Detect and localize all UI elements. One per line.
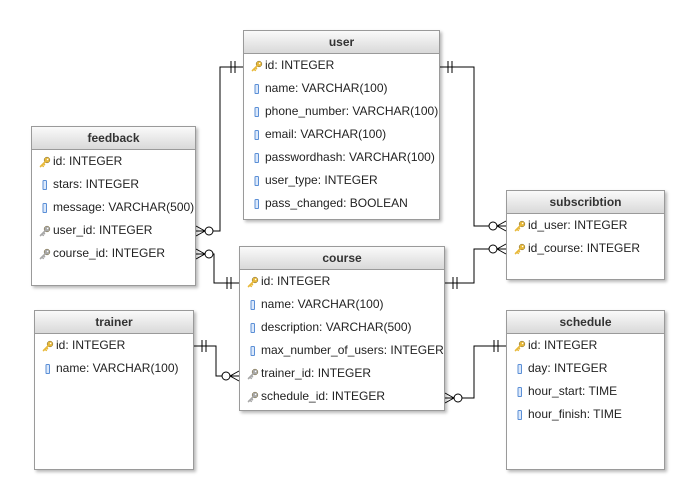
table-course-title: course bbox=[240, 247, 444, 270]
relationship-user-feedback-many-end bbox=[204, 226, 214, 236]
table-course-field[interactable]: name: VARCHAR(100) bbox=[240, 293, 444, 316]
field-label: id_course: INTEGER bbox=[528, 241, 641, 255]
field-label: name: VARCHAR(100) bbox=[265, 81, 388, 95]
table-user[interactable]: user id: INTEGER name: VARCHAR(100) phone_… bbox=[243, 30, 440, 220]
field-label: message: VARCHAR(500) bbox=[53, 200, 195, 214]
relationship-user-subscription-many-end bbox=[488, 221, 498, 231]
table-user-title: user bbox=[244, 31, 439, 54]
table-user-field[interactable]: name: VARCHAR(100) bbox=[244, 77, 439, 100]
table-schedule-field[interactable]: hour_start: TIME bbox=[507, 380, 664, 403]
field-label: user_type: INTEGER bbox=[265, 173, 378, 187]
relationship-schedule-course-many-end bbox=[444, 397, 455, 404]
table-feedback-field[interactable]: user_id: INTEGER bbox=[32, 219, 195, 242]
table-course-field[interactable]: max_number_of_users: INTEGER bbox=[240, 339, 444, 362]
field-label: trainer_id: INTEGER bbox=[261, 366, 372, 380]
field-label: description: VARCHAR(500) bbox=[261, 320, 412, 334]
table-schedule[interactable]: schedule id: INTEGER day: INTEGER hour_sta… bbox=[506, 310, 665, 470]
relationship-course-feedback bbox=[196, 253, 239, 284]
field-label: course_id: INTEGER bbox=[53, 246, 166, 260]
table-trainer-field[interactable]: id: INTEGER bbox=[35, 334, 193, 357]
table-subscription-field[interactable]: id_course: INTEGER bbox=[507, 237, 664, 260]
table-subscription-title: subscribtion bbox=[507, 191, 664, 214]
table-course-field[interactable]: description: VARCHAR(500) bbox=[240, 316, 444, 339]
relationship-course-subscription bbox=[445, 248, 506, 284]
relationship-user-subscription bbox=[440, 66, 506, 227]
field-label: hour_start: TIME bbox=[528, 384, 618, 398]
table-user-field[interactable]: phone_number: VARCHAR(100) bbox=[244, 100, 439, 123]
field-label: phone_number: VARCHAR(100) bbox=[265, 104, 439, 118]
relationship-user-subscription-many-end bbox=[496, 225, 507, 232]
relationship-schedule-course-many-end bbox=[453, 393, 463, 403]
table-user-field[interactable]: user_type: INTEGER bbox=[244, 169, 439, 192]
relationship-course-feedback-many-end bbox=[195, 248, 206, 255]
table-trainer[interactable]: trainer id: INTEGER name: VARCHAR(100) bbox=[34, 310, 194, 470]
table-feedback[interactable]: feedback id: INTEGER stars: INTEGER messag… bbox=[31, 126, 196, 286]
table-user-field[interactable]: email: VARCHAR(100) bbox=[244, 123, 439, 146]
field-label: id: INTEGER bbox=[261, 274, 331, 288]
field-label: day: INTEGER bbox=[528, 361, 608, 375]
table-feedback-field[interactable]: message: VARCHAR(500) bbox=[32, 196, 195, 219]
field-label: max_number_of_users: INTEGER bbox=[261, 343, 444, 357]
field-label: pass_changed: BOOLEAN bbox=[265, 196, 408, 210]
table-feedback-field[interactable]: course_id: INTEGER bbox=[32, 242, 195, 265]
field-label: user_id: INTEGER bbox=[53, 223, 153, 237]
table-course-field[interactable]: id: INTEGER bbox=[240, 270, 444, 293]
relationship-schedule-course-many-end bbox=[444, 392, 455, 399]
table-course-field[interactable]: trainer_id: INTEGER bbox=[240, 362, 444, 385]
table-trainer-field[interactable]: name: VARCHAR(100) bbox=[35, 357, 193, 380]
table-trainer-title: trainer bbox=[35, 311, 193, 334]
field-label: passwordhash: VARCHAR(100) bbox=[265, 150, 435, 164]
table-subscription[interactable]: subscribtion id_user: INTEGER id_course: … bbox=[506, 190, 665, 280]
table-feedback-field[interactable]: stars: INTEGER bbox=[32, 173, 195, 196]
table-subscription-field[interactable]: id_user: INTEGER bbox=[507, 214, 664, 237]
relationship-schedule-course bbox=[445, 345, 506, 399]
relationship-user-subscription-many-end bbox=[496, 220, 507, 227]
relationship-user-feedback-many-end bbox=[195, 225, 206, 232]
table-course[interactable]: course id: INTEGER name: VARCHAR(100) desc… bbox=[239, 246, 445, 411]
relationship-trainer-course-many-end bbox=[229, 370, 240, 377]
relationship-user-feedback-many-end bbox=[195, 230, 206, 237]
field-label: id: INTEGER bbox=[265, 58, 335, 72]
field-label: id: INTEGER bbox=[528, 338, 598, 352]
relationship-course-subscription-many-end bbox=[496, 243, 507, 250]
field-label: schedule_id: INTEGER bbox=[261, 389, 386, 403]
table-course-field[interactable]: schedule_id: INTEGER bbox=[240, 385, 444, 408]
table-schedule-field[interactable]: id: INTEGER bbox=[507, 334, 664, 357]
relationship-trainer-course bbox=[194, 345, 239, 377]
field-label: name: VARCHAR(100) bbox=[56, 361, 179, 375]
table-user-field[interactable]: passwordhash: VARCHAR(100) bbox=[244, 146, 439, 169]
relationship-trainer-course-many-end bbox=[221, 371, 231, 381]
relationship-trainer-course-many-end bbox=[229, 375, 240, 382]
table-user-field[interactable]: pass_changed: BOOLEAN bbox=[244, 192, 439, 215]
table-feedback-field[interactable]: id: INTEGER bbox=[32, 150, 195, 173]
field-label: id: INTEGER bbox=[53, 154, 123, 168]
table-user-field[interactable]: id: INTEGER bbox=[244, 54, 439, 77]
field-label: name: VARCHAR(100) bbox=[261, 297, 384, 311]
relationship-course-feedback-many-end bbox=[195, 253, 206, 260]
field-label: email: VARCHAR(100) bbox=[265, 127, 387, 141]
table-schedule-title: schedule bbox=[507, 311, 664, 334]
relationship-course-feedback-many-end bbox=[204, 249, 214, 259]
table-feedback-title: feedback bbox=[32, 127, 195, 150]
relationship-user-feedback bbox=[196, 66, 243, 232]
field-label: id_user: INTEGER bbox=[528, 218, 628, 232]
field-label: id: INTEGER bbox=[56, 338, 126, 352]
table-schedule-field[interactable]: day: INTEGER bbox=[507, 357, 664, 380]
field-label: hour_finish: TIME bbox=[528, 407, 622, 421]
relationship-course-subscription-many-end bbox=[496, 248, 507, 255]
table-schedule-field[interactable]: hour_finish: TIME bbox=[507, 403, 664, 426]
field-label: stars: INTEGER bbox=[53, 177, 140, 191]
relationship-course-subscription-many-end bbox=[488, 244, 498, 254]
